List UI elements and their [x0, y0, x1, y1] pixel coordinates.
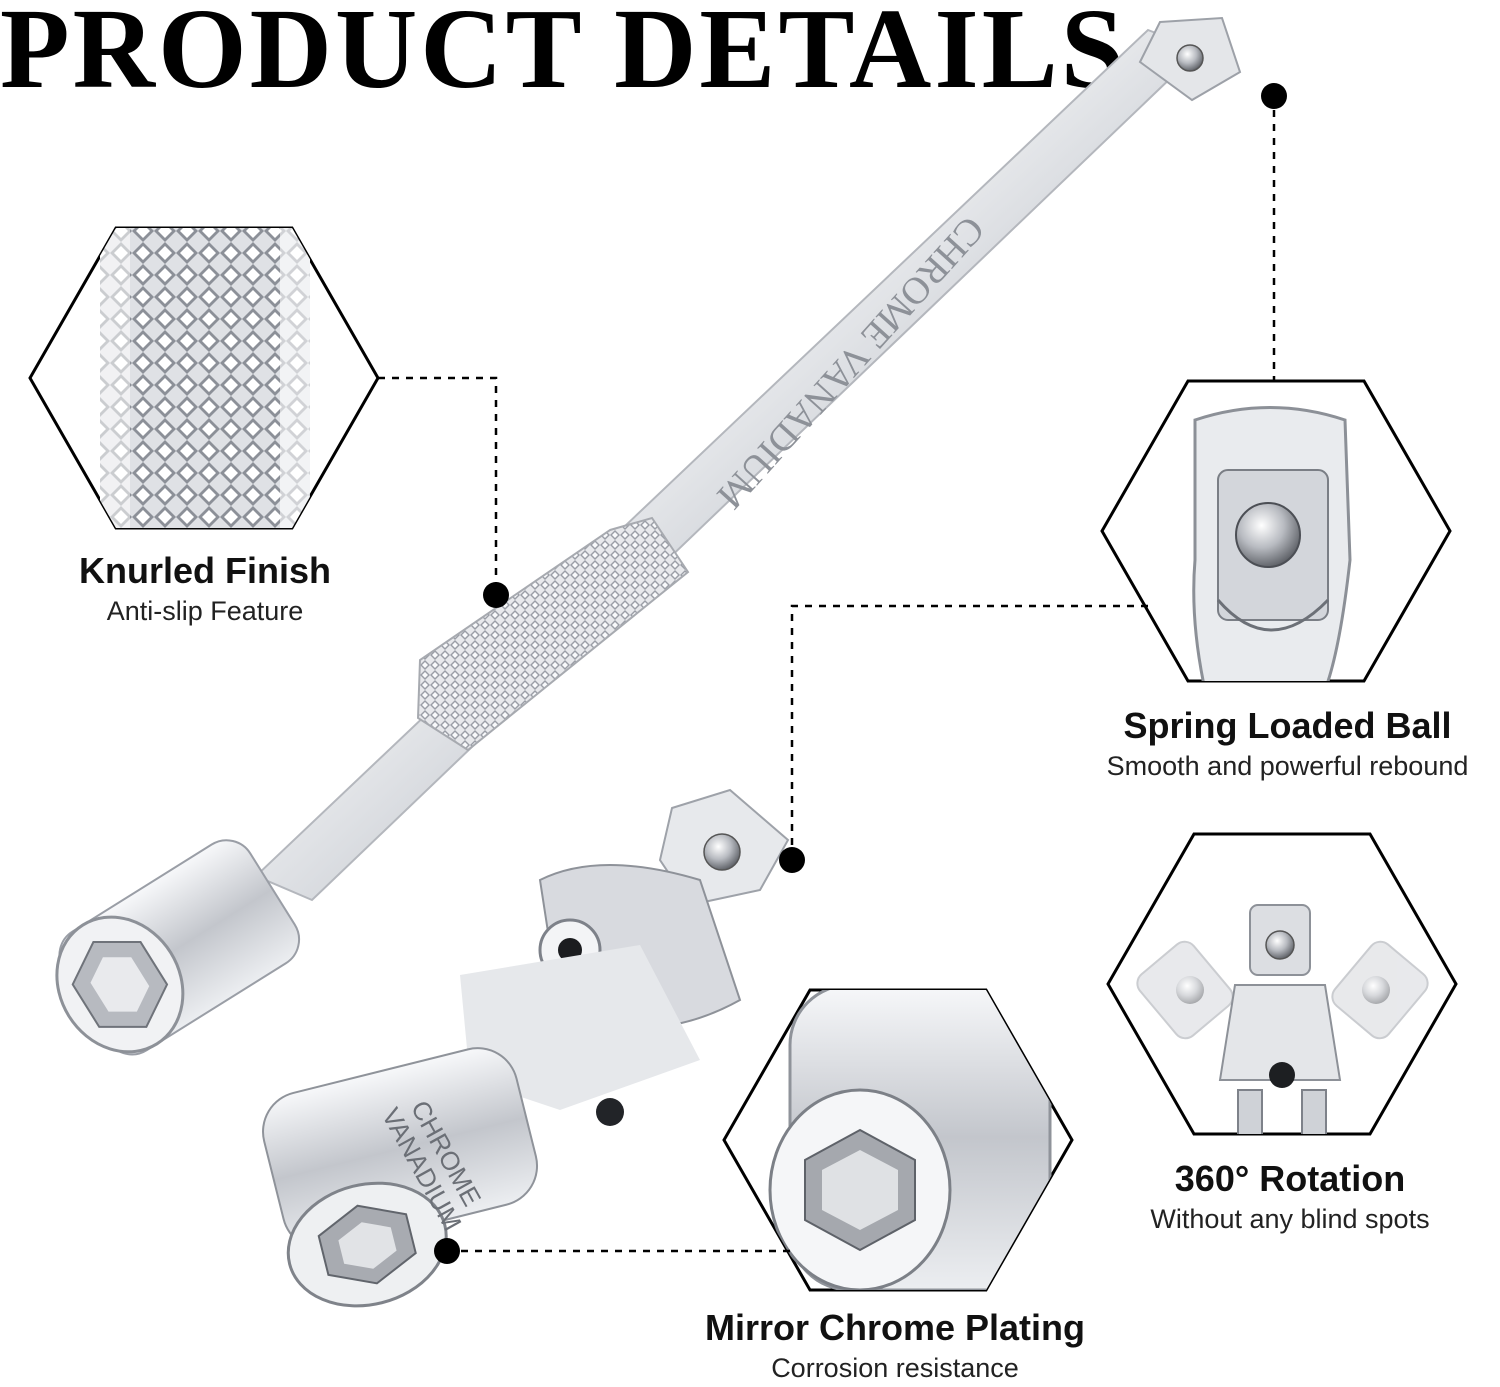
feature-subtitle: Without any blind spots	[1150, 1204, 1430, 1235]
feature-knurled-finish: Knurled Finish Anti-slip Feature	[30, 550, 380, 628]
feature-subtitle: Smooth and powerful rebound	[1106, 751, 1469, 782]
page-title: PRODUCT DETAILS	[0, 0, 1128, 112]
feature-360-rotation: 360° Rotation Without any blind spots	[1110, 1158, 1470, 1236]
feature-mirror-chrome-plating: Mirror Chrome Plating Corrosion resistan…	[660, 1307, 1130, 1385]
feature-spring-loaded-ball: Spring Loaded Ball Smooth and powerful r…	[1060, 705, 1500, 783]
rotation-detail-hexagon	[1106, 832, 1458, 1136]
spring-ball-callout-dot	[1261, 83, 1287, 109]
bar-engraving: CHROME VANADIUM	[709, 208, 993, 517]
feature-title: Spring Loaded Ball	[1123, 705, 1452, 746]
feature-title: 360° Rotation	[1174, 1158, 1406, 1199]
feature-title: Mirror Chrome Plating	[704, 1307, 1086, 1348]
detent-ball-icon	[1176, 44, 1204, 72]
feature-subtitle: Corrosion resistance	[771, 1353, 1019, 1384]
knurl-callout-dot	[483, 582, 509, 608]
extension-bar-image	[55, 16, 1242, 1056]
chrome-detail-hexagon	[722, 988, 1074, 1292]
knurl-detail-hexagon	[28, 226, 380, 530]
feature-subtitle: Anti-slip Feature	[106, 596, 304, 627]
spring-ball-detail-hexagon	[1100, 379, 1452, 683]
feature-title: Knurled Finish	[79, 550, 331, 591]
joint-callout-dot	[779, 847, 805, 873]
universal-joint-image: CHROME VANADIUM	[262, 788, 790, 1308]
chrome-callout-dot	[434, 1238, 460, 1264]
leader-lines	[378, 96, 1276, 1253]
